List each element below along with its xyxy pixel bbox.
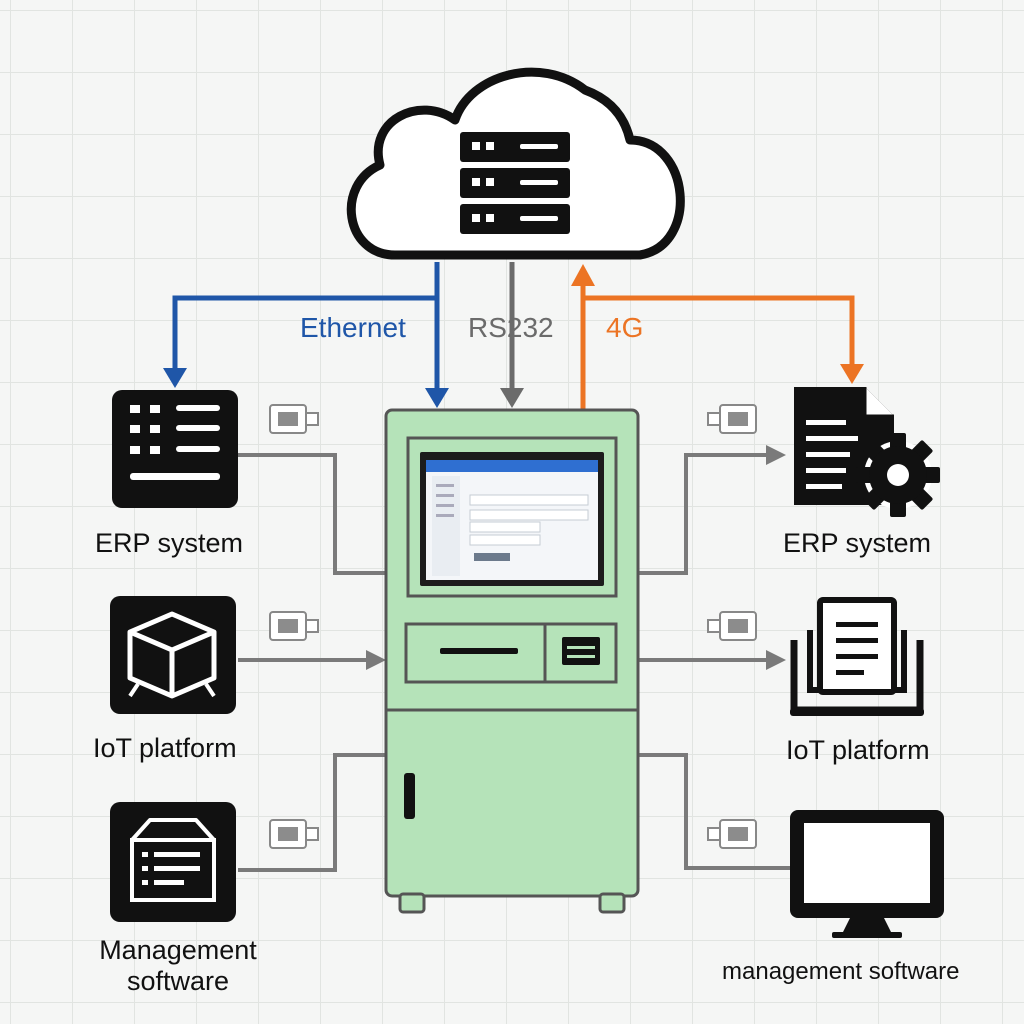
server-icon	[460, 132, 570, 234]
cloud-server-icon	[346, 67, 685, 260]
ethernet-arrowhead-left	[163, 368, 187, 388]
server-rack-icon	[112, 390, 238, 508]
plug-icon	[707, 611, 757, 641]
plug-icon	[707, 819, 757, 849]
plug-icon	[269, 819, 319, 849]
cable-plug-icons	[269, 404, 757, 849]
rs232-connection	[500, 262, 524, 408]
connector-arrowhead-right-1	[766, 445, 786, 465]
ethernet-label: Ethernet	[300, 312, 406, 343]
left-erp-system-label: ERP system	[95, 528, 244, 558]
document-stack-icon	[790, 597, 924, 716]
door-handle	[404, 773, 415, 819]
storage-box-icon	[110, 802, 236, 922]
monitor-icon	[790, 810, 944, 938]
document-gear-icon	[794, 387, 940, 517]
four-g-arrowhead-right	[840, 364, 864, 384]
cube-icon	[110, 596, 236, 714]
ethernet-connection	[172, 262, 440, 392]
screen-titlebar	[426, 460, 598, 472]
left-iot-platform-label: IoT platform	[93, 733, 237, 763]
plug-icon	[269, 611, 319, 641]
connector-arrowhead-right-2	[766, 650, 786, 670]
right-management-software-label: management software	[722, 958, 960, 985]
right-erp-system-label: ERP system	[783, 528, 932, 558]
terminal-foot	[398, 892, 426, 914]
receipt-slot	[562, 637, 600, 665]
four-g-label: 4G	[606, 312, 644, 343]
right-iot-platform-label: IoT platform	[786, 735, 930, 765]
four-g-connection	[580, 282, 855, 410]
terminal-kiosk	[384, 408, 640, 914]
system-connectors	[238, 453, 790, 872]
four-g-arrowhead-up	[571, 264, 595, 286]
left-management-software-label: Management software	[99, 935, 257, 997]
ethernet-arrowhead-terminal	[425, 388, 449, 408]
card-slot	[440, 648, 518, 654]
plug-icon	[269, 404, 319, 434]
terminal-foot	[598, 892, 626, 914]
connector-arrowhead-left-2	[366, 650, 386, 670]
rs232-label: RS232	[468, 312, 554, 343]
plug-icon	[707, 404, 757, 434]
